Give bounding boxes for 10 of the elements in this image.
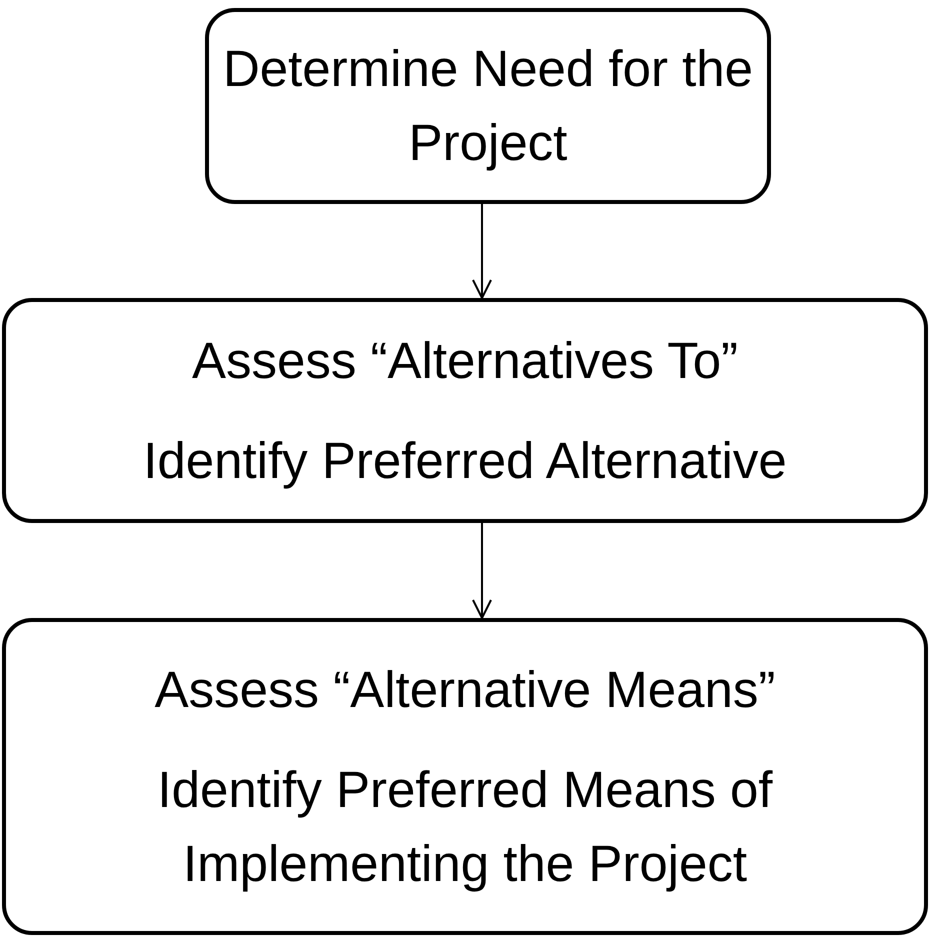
arrow — [472, 204, 492, 299]
process-box — [205, 8, 771, 204]
process-box — [2, 618, 928, 935]
arrow — [472, 523, 492, 619]
step-title: Assess “Alternatives To” — [192, 330, 738, 390]
process-box — [2, 298, 928, 523]
step-description: Identify Preferred Means of Implementing the Project — [156, 760, 774, 894]
step-title: Determine Need for the Project — [222, 39, 754, 173]
step-description: Identify Preferred Alternative — [143, 430, 787, 491]
step-title: Assess “Alternative Means” — [154, 660, 776, 720]
